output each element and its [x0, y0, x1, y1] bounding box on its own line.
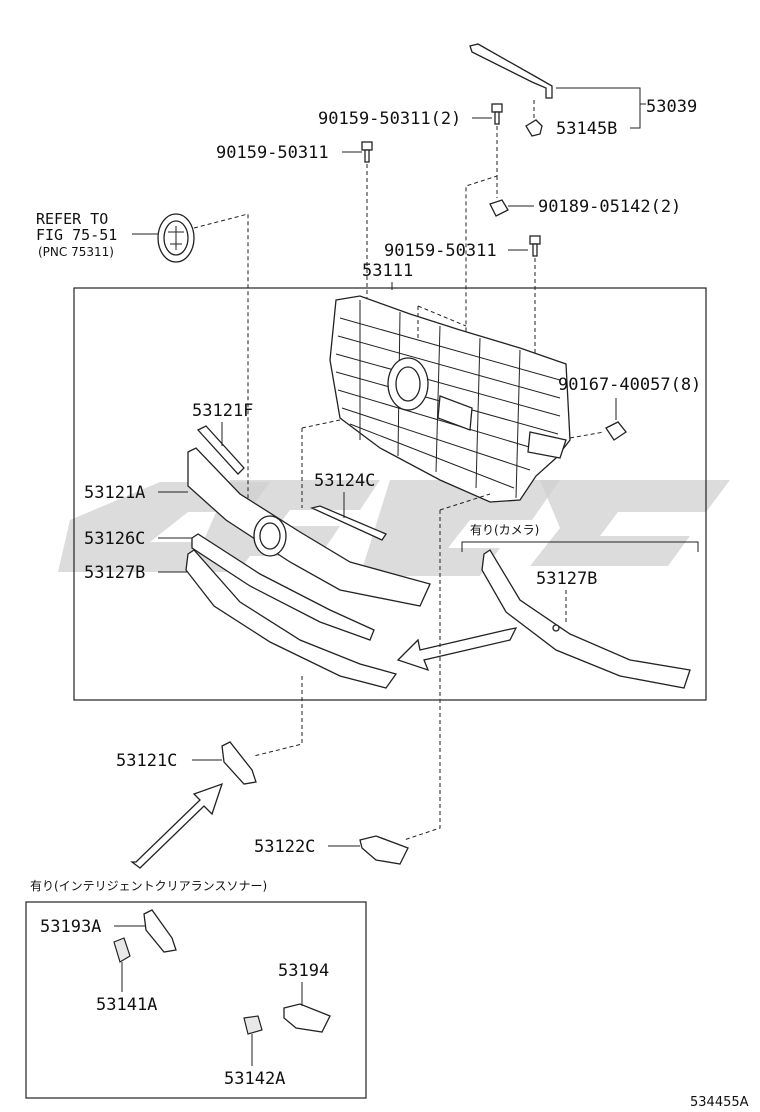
- label-90167: 90167-40057(8): [558, 375, 701, 395]
- label-53145b: 53145B: [556, 119, 617, 139]
- dash-53122c: [403, 493, 491, 841]
- bracket-53121c: [221, 741, 257, 785]
- clip-90167: [605, 421, 627, 441]
- label-53039: 53039: [646, 97, 697, 117]
- label-53122c: 53122C: [254, 837, 315, 857]
- label-53142a: 53142A: [224, 1069, 285, 1089]
- arrow-up-icon: [130, 782, 224, 869]
- label-90189: 90189-05142(2): [538, 197, 681, 217]
- sensor-53141a: [113, 937, 131, 963]
- refer-line3: (PNC 75311): [38, 245, 114, 259]
- moulding-53127b-left: [185, 549, 398, 689]
- dash-grille-top: [417, 305, 467, 338]
- refer-line1: REFER TO: [36, 210, 108, 228]
- dash-emblem: [193, 213, 249, 520]
- figure-id: 534455A: [690, 1095, 749, 1110]
- strip-53124c: [310, 505, 387, 541]
- label-53121a: 53121A: [84, 483, 145, 503]
- dash-90167: [569, 431, 605, 439]
- grille-53111: [329, 295, 571, 503]
- bracket-53194: [283, 1003, 331, 1033]
- label-53124c: 53124C: [314, 471, 375, 491]
- clip-90189: [489, 199, 509, 217]
- clip-53145b: [525, 119, 543, 137]
- moulding-53127b-right: [481, 549, 691, 689]
- label-53126c: 53126C: [84, 529, 145, 549]
- label-53127b-right: 53127B: [536, 569, 597, 589]
- label-53121c: 53121C: [116, 751, 177, 771]
- sonar-box: [25, 901, 367, 1099]
- moulding-53121f: [196, 425, 245, 475]
- label-53141a: 53141A: [96, 995, 157, 1015]
- grille-assembly-box: [73, 287, 707, 701]
- refer-line2: FIG 75-51: [36, 226, 117, 244]
- watermark-logo: [58, 480, 730, 576]
- note-camera: 有り(カメラ): [470, 523, 539, 537]
- moulding-53121a: [187, 447, 431, 607]
- label-53194: 53194: [278, 961, 329, 981]
- label-90159-right: 90159-50311: [384, 241, 497, 261]
- lead-53039: [556, 87, 646, 129]
- dash-90159-top: [465, 126, 498, 340]
- moulding-53126c: [191, 533, 375, 641]
- label-53111: 53111: [362, 261, 413, 281]
- bracket-camera: [461, 541, 699, 552]
- bracket-53193a: [143, 909, 177, 953]
- dash-53124c: [301, 419, 341, 508]
- bolt-90159-right: [529, 235, 541, 257]
- label-53193a: 53193A: [40, 917, 101, 937]
- bracket-53122c: [359, 835, 409, 865]
- arrow-icon: [396, 627, 518, 672]
- bolt-90159-mid: [361, 141, 373, 163]
- label-53121f: 53121F: [192, 401, 253, 421]
- bolt-90159-top: [491, 103, 503, 125]
- note-sonar: 有り(インテリジェントクリアランスソナー): [30, 879, 267, 893]
- label-90159-top: 90159-50311(2): [318, 109, 461, 129]
- dash-53121c: [253, 676, 303, 757]
- sensor-53142a: [243, 1015, 263, 1035]
- label-90159-mid: 90159-50311: [216, 143, 329, 163]
- emblem-icon: [157, 213, 195, 263]
- label-53127b-left: 53127B: [84, 563, 145, 583]
- bracket-53039: [469, 43, 553, 99]
